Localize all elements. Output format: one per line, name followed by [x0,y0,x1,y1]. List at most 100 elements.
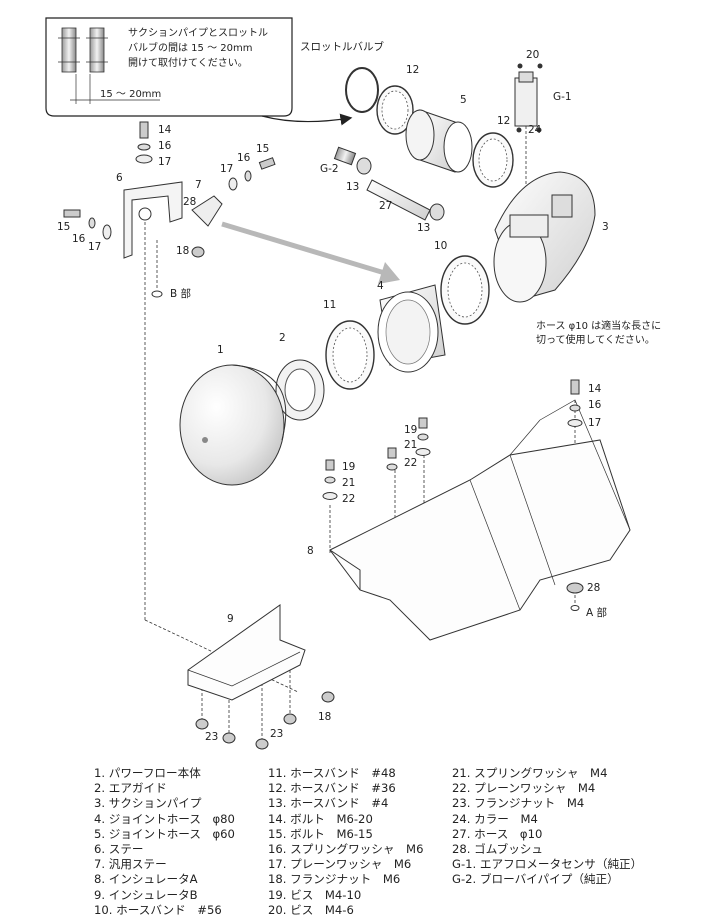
part-13: 13. ホースバンド #4 [268,796,389,811]
part-2: 2. エアガイド [94,781,167,796]
callout-27: 27 [379,200,392,212]
parts-list-column-1: 1. パワーフロー本体 2. エアガイド 3. サクションパイプ 4. ジョイン… [94,766,235,918]
callout-16-left2: 16 [72,233,86,245]
callout-28-right: 28 [587,582,600,594]
part-8: 8. インシュレータA [94,872,198,887]
part-17: 17. プレーンワッシャ M6 [268,857,412,872]
label-b-part: B 部 [170,287,191,300]
part-19: 19. ビス M4-10 [268,887,362,902]
callout-28-top: 28 [183,196,196,208]
part-1: 1. パワーフロー本体 [94,766,201,780]
callout-16-mid: 16 [237,152,251,164]
callout-6: 6 [116,172,123,184]
hose-clamp-56 [440,255,490,325]
callout-13-left: 13 [346,181,359,193]
part-g1: G-1. エアフロメータセンサ（純正） [452,857,643,872]
hose-clamp-12b [472,132,514,188]
callout-12-top: 12 [406,64,419,76]
callout-15-right: 15 [256,143,269,155]
callout-16-left: 16 [158,140,172,152]
suction-pipe [493,171,596,303]
callout-2: 2 [279,332,286,344]
airflow-sensor-g1 [514,63,543,190]
parts-list: 1. パワーフロー本体 2. エアガイド 3. サクションパイプ 4. ジョイン… [0,760,718,919]
part-7: 7. 汎用ステー [94,857,167,872]
note-line-3: 開けて取付けてください。 [128,56,248,69]
parts-list-column-2: 11. ホースバンド #48 12. ホースバンド #36 13. ホースバンド… [268,766,423,918]
callout-4: 4 [377,280,384,292]
bolt-group-right [195,379,584,750]
pipe-gap-illustration [58,27,160,104]
callout-22-upper: 22 [404,457,417,469]
callout-16-right: 16 [588,399,602,411]
mount-direction-arrowhead [378,262,400,284]
callout-21-upper: 21 [404,439,417,451]
part-16: 16. スプリングワッシャ M6 [268,841,424,856]
stay-bracket [123,181,183,259]
label-g1: G-1 [553,91,572,103]
air-guide [275,359,325,421]
callout-1: 1 [217,344,224,356]
insulator-b [187,604,306,701]
installation-note-box: サクションパイプとスロットル バルブの間は 15 ～ 20mm 開けて取付けてく… [45,17,293,117]
part-15: 15. ボルト M6-15 [268,826,373,841]
part-20: 20. ビス M4-6 [268,902,354,917]
part-22: 22. プレーンワッシャ M4 [452,781,596,796]
callout-8: 8 [307,545,314,557]
universal-stay [191,195,223,227]
callout-11: 11 [323,299,336,311]
callout-18-bottom: 18 [318,711,331,723]
mount-direction-arrow [221,221,389,277]
part-6: 6. ステー [94,841,144,856]
parts-list-column-3: 21. スプリングワッシャ M4 22. プレーンワッシャ M4 23. フラン… [452,766,642,888]
power-flow-body [179,364,287,486]
part-27: 27. ホース φ10 [452,826,543,841]
insulator-a [329,399,631,641]
part-10: 10. ホースバンド #56 [94,902,222,917]
callout-23-left: 23 [205,731,218,743]
callout-7: 7 [195,179,202,191]
callout-21-lower: 21 [342,477,355,489]
part-14: 14. ボルト M6-20 [268,811,373,826]
joint-hose-80 [377,284,446,373]
hose-note-line-1: ホース φ10 は適当な長さに [536,319,661,332]
throttle-valve-label: スロットルバルブ [300,40,384,53]
callout-12-right: 12 [497,115,510,127]
part-11: 11. ホースバンド #48 [268,766,396,780]
callout-5: 5 [460,94,467,106]
callout-14-right: 14 [588,383,602,395]
part-9: 9. インシュレータB [94,887,198,902]
callout-20: 20 [526,49,539,61]
callout-14-left: 14 [158,124,172,136]
hose-10 [366,179,445,221]
callout-17-left: 17 [158,156,171,168]
note-dimension: 15 ～ 20mm [100,89,161,100]
hose-note-line-2: 切って使用してください。 [536,333,655,346]
throttle-clamp-12a [345,67,414,135]
callout-15-left: 15 [57,221,70,233]
label-a-part: A 部 [586,606,607,619]
part-18: 18. フランジナット M6 [268,872,401,887]
callout-19-lower: 19 [342,461,355,473]
part-3: 3. サクションパイプ [94,796,202,811]
part-12: 12. ホースバンド #36 [268,781,396,796]
callout-22-lower: 22 [342,493,355,505]
callout-17-mid: 17 [220,163,233,175]
callout-10: 10 [434,240,447,252]
callout-23-right: 23 [270,728,283,740]
callout-18-top: 18 [176,245,189,257]
callout-3: 3 [602,221,609,233]
note-line-1: サクションパイプとスロットル [128,27,268,39]
label-g2: G-2 [320,163,339,175]
note-pointer-arrow [261,113,353,126]
note-line-2: バルブの間は 15 ～ 20mm [128,41,252,54]
callout-24: 24 [528,124,542,136]
part-23: 23. フランジナット M4 [452,796,585,811]
part-24: 24. カラー M4 [452,811,538,826]
callout-17-right: 17 [588,417,601,429]
callout-17-left2: 17 [88,241,101,253]
callout-13-right: 13 [417,222,430,234]
part-21: 21. スプリングワッシャ M4 [452,766,608,780]
callout-19-upper: 19 [404,424,417,436]
